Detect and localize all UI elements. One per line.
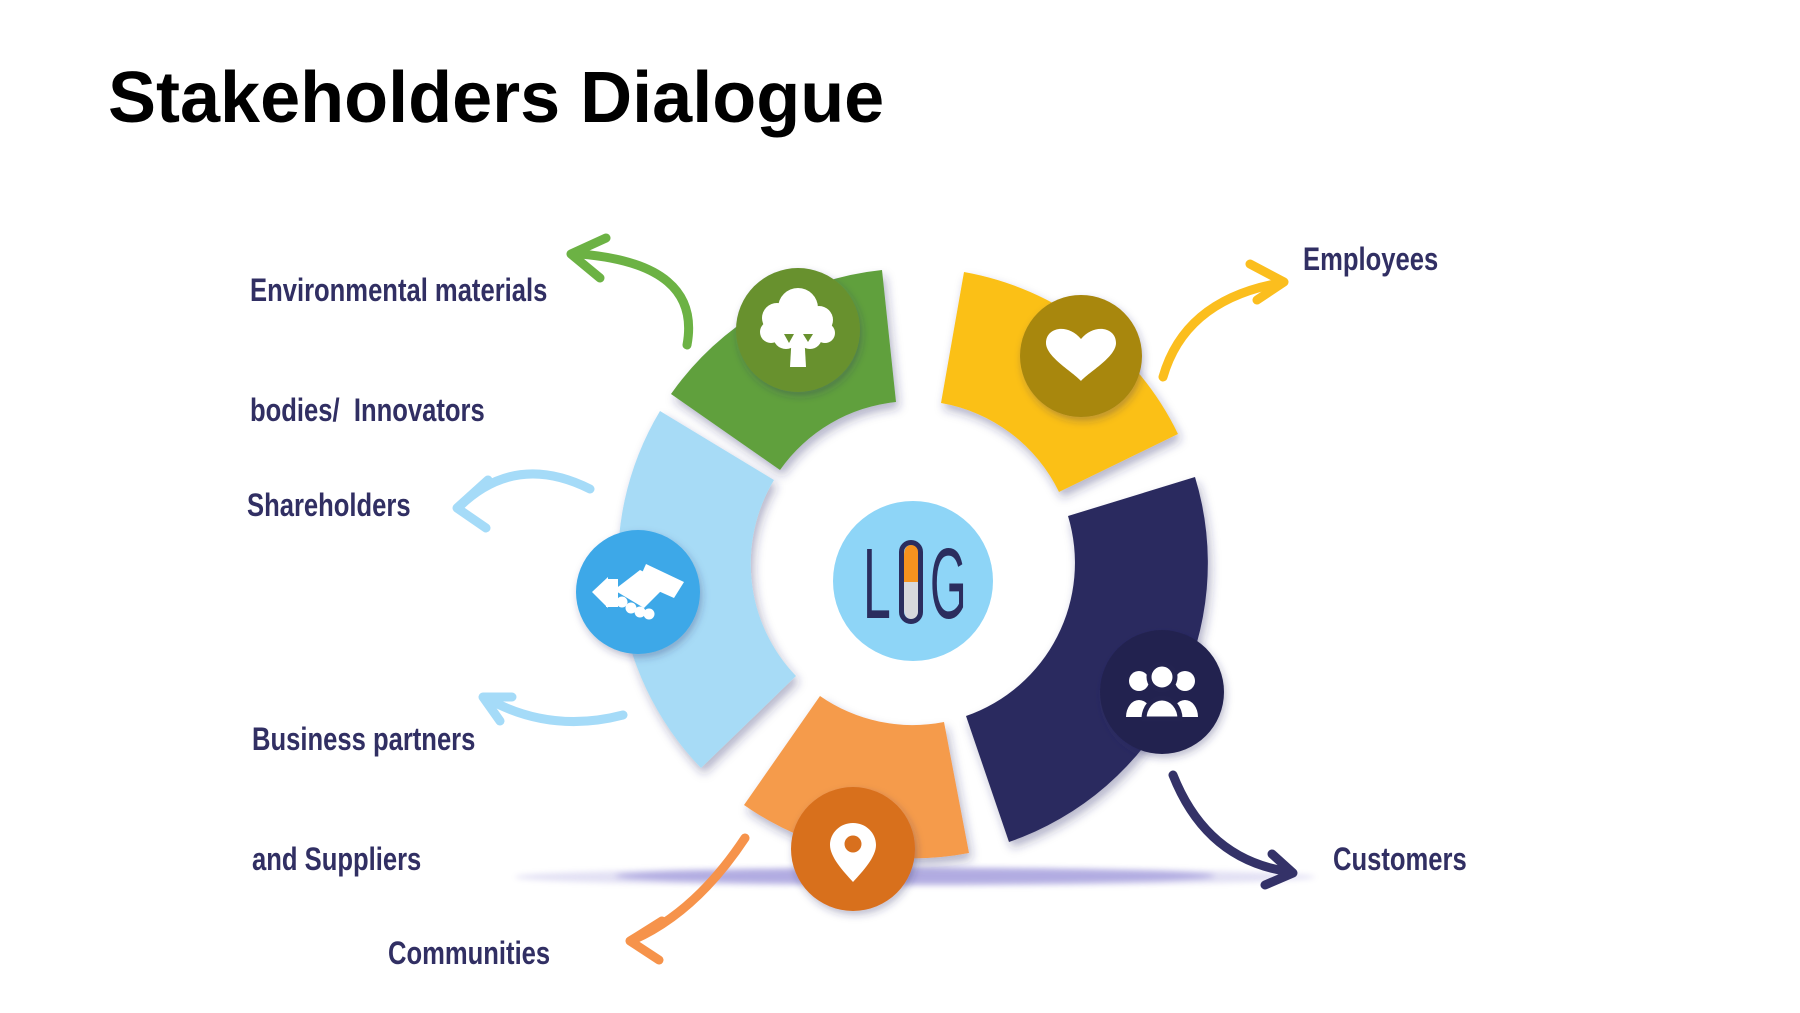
arrow-customers xyxy=(1168,770,1298,890)
label-business-partners: Business partners and Suppliers xyxy=(252,639,475,959)
label-communities: Communities xyxy=(388,935,551,971)
label-business-partners-line2: and Suppliers xyxy=(252,841,422,877)
people-group-icon xyxy=(1100,630,1224,754)
pin-glyph xyxy=(830,823,876,882)
arrow-environment xyxy=(566,233,693,350)
tree-glyph xyxy=(760,288,835,367)
heart-glyph xyxy=(1046,328,1116,381)
log-logo: L G xyxy=(833,501,993,661)
arrow-communities xyxy=(625,833,750,965)
logo-letter-g: G xyxy=(930,527,967,640)
label-shareholders: Shareholders xyxy=(247,487,411,523)
people-glyph xyxy=(1126,661,1198,722)
handshake-glyph xyxy=(592,564,684,620)
label-environment-line2: bodies/ Innovators xyxy=(250,392,485,428)
handshake-icon xyxy=(576,530,700,654)
segment-customers xyxy=(966,477,1208,842)
page-title: Stakeholders Dialogue xyxy=(108,58,885,138)
label-employees: Employees xyxy=(1303,241,1439,277)
segment-shareholders-partners xyxy=(617,411,796,768)
arrow-shareholders xyxy=(452,469,595,533)
label-customers: Customers xyxy=(1333,841,1467,877)
label-environment: Environmental materials bodies/ Innovato… xyxy=(250,190,547,510)
logo-letter-l: L xyxy=(863,527,891,640)
label-business-partners-line1: Business partners xyxy=(252,721,476,757)
heart-icon xyxy=(1020,295,1142,417)
location-pin-icon xyxy=(791,787,915,911)
arrow-employees xyxy=(1158,259,1289,382)
label-environment-line1: Environmental materials xyxy=(250,272,548,308)
arrow-business-partners xyxy=(478,692,628,726)
pill-icon xyxy=(899,540,923,624)
ground-shadow-inner xyxy=(615,868,1215,884)
tree-icon xyxy=(736,268,860,392)
